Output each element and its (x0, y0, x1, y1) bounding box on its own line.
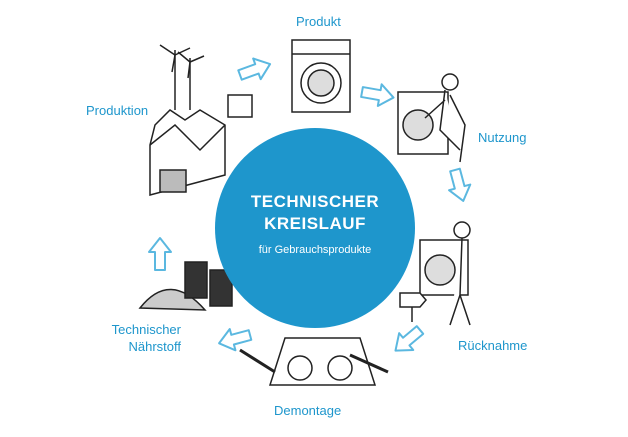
factory-illustration (149, 44, 253, 196)
arrow-naehrstoff-to-produktion (148, 237, 172, 271)
arrow-produktion-to-produkt (235, 52, 275, 87)
washing-machine-illustration (291, 39, 351, 113)
label-naehrstoff-line2: Nährstoff (128, 339, 181, 354)
label-nutzung: Nutzung (478, 130, 527, 145)
arrow-demontage-to-naehrstoff (215, 323, 254, 355)
person-using-washer-illustration (397, 73, 466, 163)
disassembled-parts-illustration (239, 337, 389, 386)
label-produkt: Produkt (296, 14, 341, 29)
arrow-nutzung-to-ruecknahme (443, 166, 475, 205)
arrow-ruecknahme-to-demontage (387, 320, 429, 360)
person-returning-washer-illustration (399, 221, 471, 326)
center-title-line1: TECHNISCHER (250, 192, 380, 211)
center-subtitle: für Gebrauchsprodukte (258, 244, 372, 256)
center-circle: TECHNISCHER KREISLAUF für Gebrauchsprodu… (215, 128, 415, 328)
arrow-produkt-to-nutzung (359, 80, 397, 110)
label-ruecknahme: Rücknahme (458, 338, 528, 353)
center-title-line2: KREISLAUF (264, 214, 366, 233)
label-demontage: Demontage (274, 403, 342, 418)
label-produktion: Produktion (86, 103, 149, 118)
label-naehrstoff-line1: Technischer (111, 322, 181, 337)
raw-material-pile-illustration (138, 261, 233, 311)
